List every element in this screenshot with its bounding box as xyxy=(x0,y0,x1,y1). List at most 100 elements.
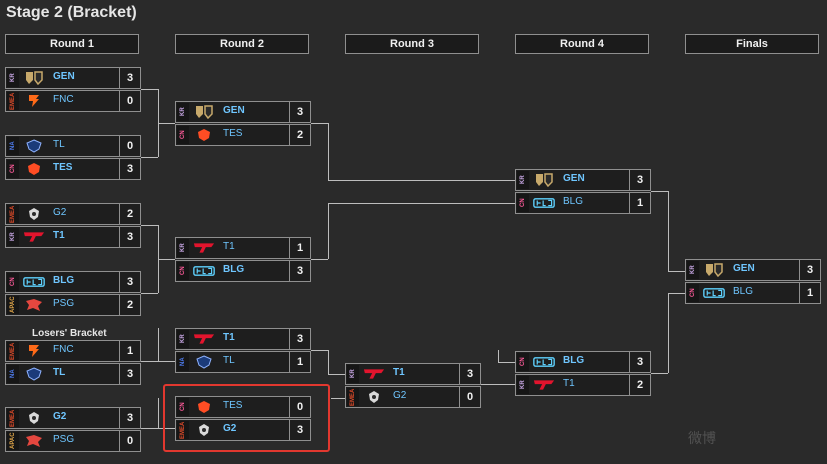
team-score: 3 xyxy=(289,329,310,349)
team-name: GEN xyxy=(733,263,755,274)
t1-team-logo-icon xyxy=(23,230,45,244)
team-name: BLG xyxy=(53,275,75,286)
t1-team-logo-icon xyxy=(193,332,215,346)
region-badge: NA xyxy=(177,353,189,371)
team-score: 3 xyxy=(119,364,140,384)
team-name: PSG xyxy=(53,434,75,445)
team-name: TES xyxy=(223,400,243,411)
gen-team-logo-icon xyxy=(533,173,555,187)
region-badge: CN xyxy=(7,160,19,178)
losers-bracket-label: Losers' Bracket xyxy=(32,328,107,339)
t1-team-logo-icon xyxy=(363,367,385,381)
region-badge: KR xyxy=(517,171,529,189)
round-header-1: Round 1 xyxy=(5,34,139,54)
team-score: 1 xyxy=(289,238,310,258)
team-name: BLG xyxy=(563,196,584,207)
gen-team-logo-icon xyxy=(23,71,45,85)
tl-team-logo-icon xyxy=(193,355,215,369)
blg-team-logo-icon xyxy=(533,196,555,210)
team-score: 0 xyxy=(459,387,480,407)
tes-team-logo-icon xyxy=(193,128,215,142)
team-name: T1 xyxy=(223,332,235,343)
team-name: GEN xyxy=(563,173,585,184)
page-title: Stage 2 (Bracket) xyxy=(6,4,137,21)
tl-team-logo-icon xyxy=(23,139,45,153)
team-name: BLG xyxy=(733,286,754,297)
team-name: TL xyxy=(223,355,235,366)
tes-team-logo-icon xyxy=(23,162,45,176)
tl-team-logo-icon xyxy=(23,367,45,381)
team-name: G2 xyxy=(393,390,407,401)
team-score: 3 xyxy=(119,159,140,179)
team-score: 0 xyxy=(119,91,140,111)
team-score: 1 xyxy=(799,283,820,303)
round-header-4: Round 4 xyxy=(515,34,649,54)
t1-team-logo-icon xyxy=(193,241,215,255)
team-score: 1 xyxy=(629,193,650,213)
region-badge: KR xyxy=(517,376,529,394)
g2-team-logo-icon xyxy=(193,423,215,437)
region-badge: APAC xyxy=(7,296,19,314)
team-score: 3 xyxy=(629,352,650,372)
region-badge: CN xyxy=(687,284,699,302)
team-score: 1 xyxy=(119,341,140,361)
team-row[interactable]: CN TES 2 xyxy=(175,124,311,146)
fnc-team-logo-icon xyxy=(23,344,45,358)
team-name: T1 xyxy=(393,367,405,378)
t1-team-logo-icon xyxy=(533,378,555,392)
round-header-finals: Finals xyxy=(685,34,819,54)
team-name: TL xyxy=(53,139,65,150)
region-badge: CN xyxy=(177,126,189,144)
team-name: TES xyxy=(223,128,243,139)
team-name: G2 xyxy=(223,423,237,434)
team-score: 2 xyxy=(289,125,310,145)
g2-team-logo-icon xyxy=(23,207,45,221)
team-row[interactable]: CN BLG 1 xyxy=(685,282,821,304)
team-score: 0 xyxy=(119,136,140,156)
team-name: T1 xyxy=(223,241,235,252)
region-badge: KR xyxy=(7,69,19,87)
team-score: 3 xyxy=(119,227,140,247)
region-badge: CN xyxy=(7,273,19,291)
